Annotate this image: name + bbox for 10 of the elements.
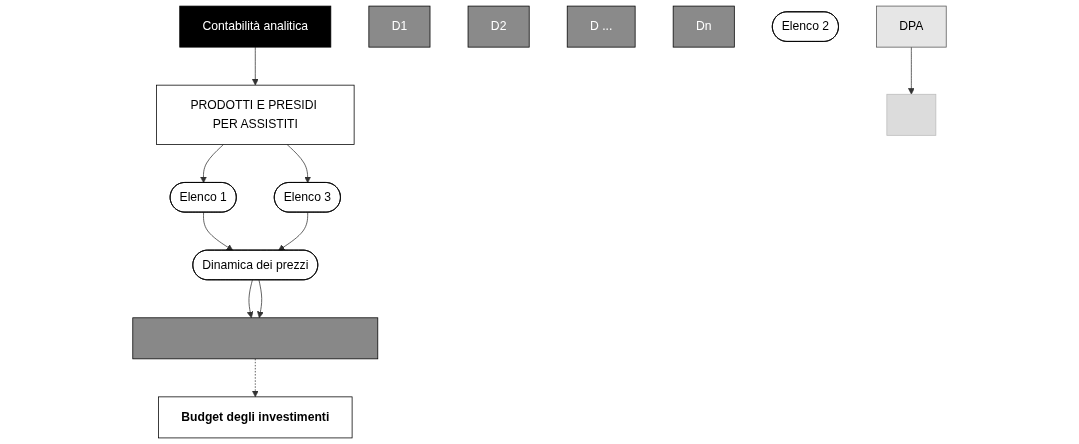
node-box: Contabilità analitica xyxy=(179,5,332,48)
node-bar xyxy=(132,317,379,360)
node-box: D ... xyxy=(566,5,636,48)
node-box: D2 xyxy=(467,5,530,48)
node-box: D1 xyxy=(368,5,431,48)
node-box: PRODOTTI E PRESIDI PER ASSISTITI xyxy=(156,84,355,145)
node-box: Budget degli investimenti xyxy=(158,396,353,439)
node-box: Dn xyxy=(672,5,735,48)
node-box xyxy=(886,93,937,136)
node-box: DPA xyxy=(876,5,947,48)
